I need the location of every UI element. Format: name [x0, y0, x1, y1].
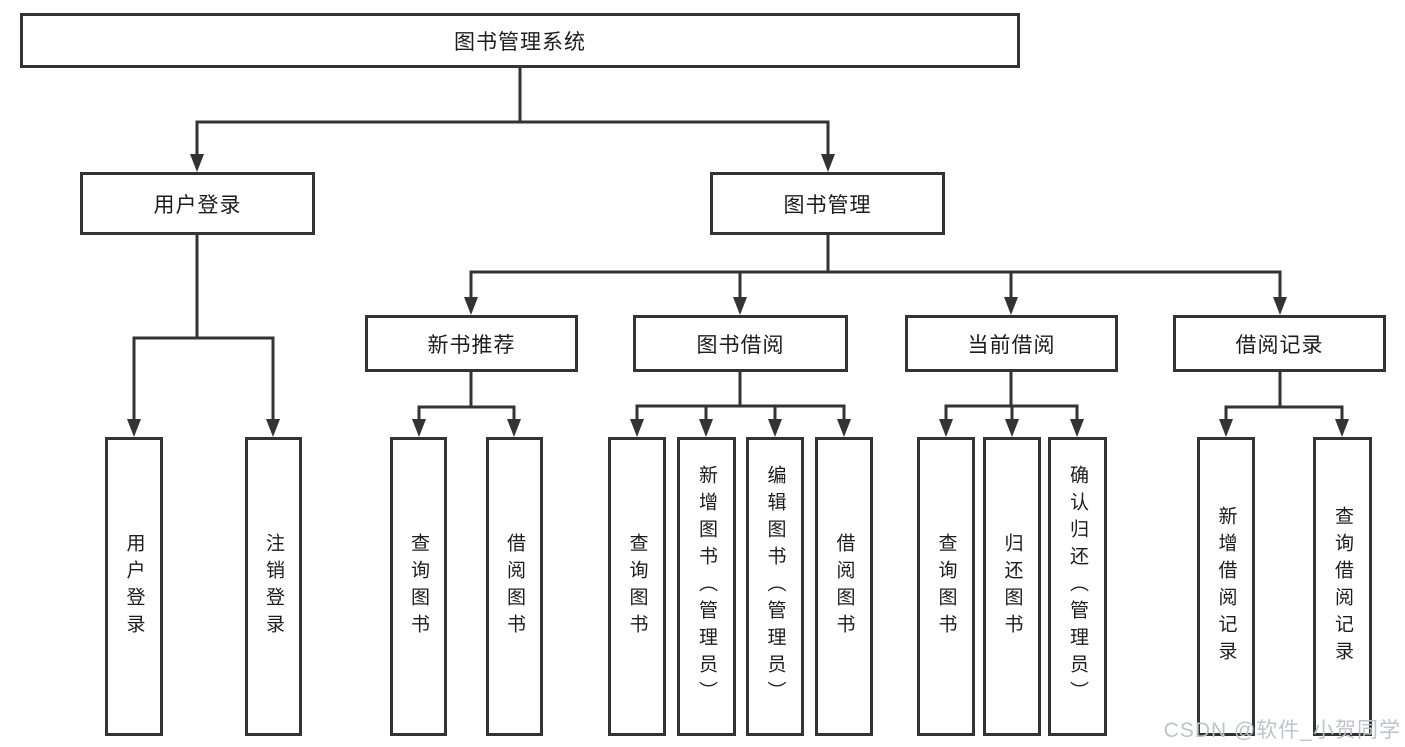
arrowhead-icons [127, 154, 1349, 437]
node-new-book-recommend: 新书推荐 [365, 315, 578, 372]
leaf-borrow-book-1: 借阅图书 [486, 437, 543, 736]
leaf-return-book: 归还图书 [983, 437, 1041, 736]
leaf-add-book-admin: 新增图书（管理员） [677, 437, 736, 736]
node-current-borrow: 当前借阅 [905, 315, 1118, 372]
node-book-management-branch: 图书管理 [710, 172, 945, 235]
leaf-logout: 注销登录 [245, 437, 302, 736]
node-borrow-record: 借阅记录 [1173, 315, 1386, 372]
leaf-query-book-1: 查询图书 [390, 437, 447, 736]
leaf-query-book-2: 查询图书 [608, 437, 666, 736]
leaf-query-book-3: 查询图书 [917, 437, 975, 736]
leaf-edit-book-admin: 编辑图书（管理员） [746, 437, 804, 736]
node-root-system: 图书管理系统 [20, 13, 1020, 68]
leaf-query-borrow-record: 查询借阅记录 [1313, 437, 1372, 736]
leaf-confirm-return-admin: 确认归还（管理员） [1048, 437, 1107, 736]
leaf-borrow-book-2: 借阅图书 [815, 437, 873, 736]
csdn-watermark: CSDN @软件_小贺同学 [1163, 719, 1401, 742]
node-user-login-branch: 用户登录 [80, 172, 315, 235]
leaf-add-borrow-record: 新增借阅记录 [1197, 437, 1255, 736]
leaf-user-login: 用户登录 [105, 437, 163, 736]
node-book-borrow: 图书借阅 [633, 315, 848, 372]
